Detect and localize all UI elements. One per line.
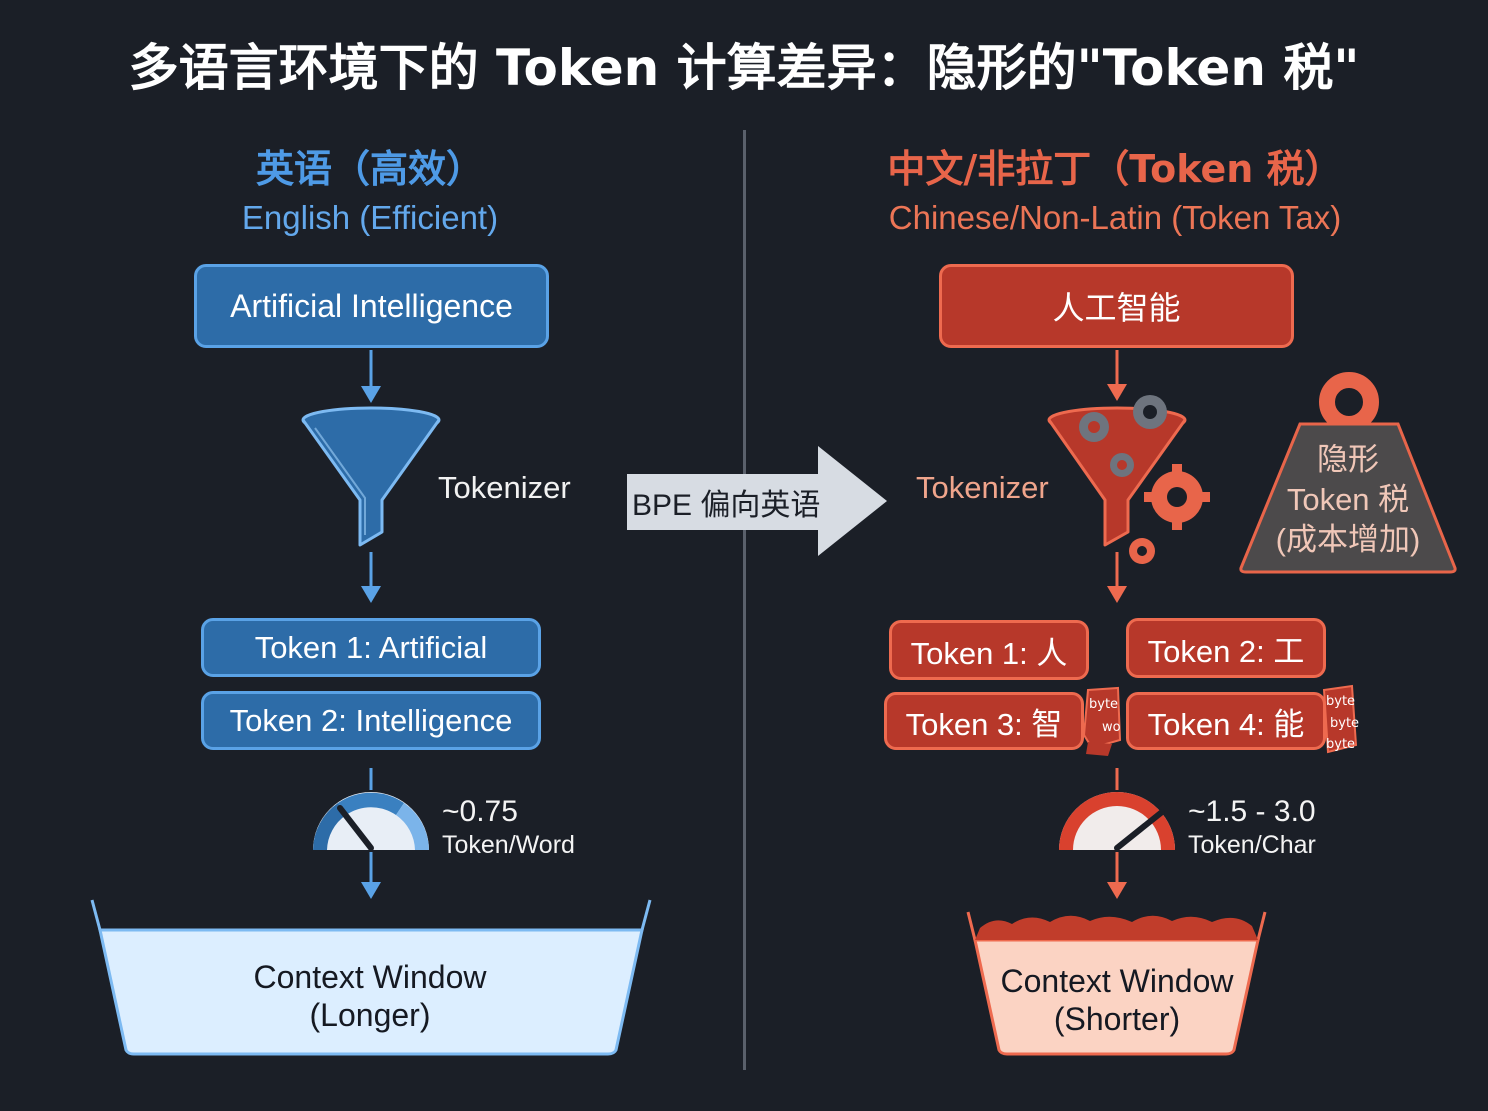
byte-fragment-3: byte <box>1326 694 1356 709</box>
right-arrow-3 <box>1107 852 1127 899</box>
right-arrow-2 <box>1107 552 1127 603</box>
chinese-ratio: ~1.5 - 3.0 Token/Char <box>1188 795 1316 860</box>
bpe-label: BPE 偏向英语 <box>632 489 821 522</box>
chinese-token-2: Token 2: 工 <box>1126 618 1326 678</box>
center-divider <box>743 130 746 1070</box>
weight-icon <box>1239 372 1457 574</box>
chinese-context-label: Context Window (Shorter) <box>990 962 1244 1038</box>
chinese-token-3: Token 3: 智 <box>884 692 1084 750</box>
english-input-box: Artificial Intelligence <box>194 264 549 348</box>
english-token-2: Token 2: Intelligence <box>201 691 541 750</box>
english-ratio: ~0.75 Token/Word <box>442 795 575 860</box>
gauge-icon <box>313 792 429 851</box>
funnel-icon <box>301 406 441 547</box>
weight-line-2: Token 税 <box>1286 482 1410 517</box>
broken-token-fragments <box>1082 684 1358 756</box>
english-tokenizer-label: Tokenizer <box>438 470 571 505</box>
chinese-token-4: Token 4: 能 <box>1126 692 1326 750</box>
chinese-tokenizer-label: Tokenizer <box>916 470 1049 505</box>
byte-fragment-2: wo <box>1102 720 1121 735</box>
chinese-ratio-value: ~1.5 - 3.0 <box>1188 795 1316 828</box>
chinese-input-box: 人工智能 <box>939 264 1294 348</box>
english-heading-zh: 英语（高效） <box>255 147 484 191</box>
english-heading-en: English (Efficient) <box>241 199 499 236</box>
chinese-heading: 中文/非拉丁（Token 税） Chinese/Non-Latin (Token… <box>840 138 1390 237</box>
english-context-line1: Context Window <box>253 959 487 995</box>
byte-fragment-4: byte <box>1330 716 1360 731</box>
chinese-heading-zh: 中文/非拉丁（Token 税） <box>887 147 1343 191</box>
left-arrow-3 <box>361 852 381 899</box>
diagram-title: 多语言环境下的 Token 计算差异：隐形的"Token 税" <box>128 39 1360 97</box>
english-heading: 英语（高效） English (Efficient) <box>150 138 590 237</box>
byte-fragment-5: byte <box>1326 737 1356 752</box>
english-ratio-unit: Token/Word <box>442 831 575 859</box>
weight-line-1: 隐形 <box>1317 442 1379 477</box>
token-tax-weight-label: 隐形 Token 税 (成本增加) <box>1258 440 1438 560</box>
right-arrow-1 <box>1107 350 1127 401</box>
left-arrow-2 <box>361 552 381 603</box>
chinese-token-1: Token 1: 人 <box>889 620 1089 680</box>
english-context-label: Context Window (Longer) <box>180 958 560 1034</box>
gear-icon <box>1079 395 1167 477</box>
left-arrow-1 <box>361 350 381 403</box>
english-ratio-value: ~0.75 <box>442 795 518 828</box>
chinese-ratio-unit: Token/Char <box>1188 831 1316 859</box>
byte-fragment-1: byte <box>1089 697 1119 712</box>
context-window-short <box>966 911 1267 1056</box>
orange-gear-icon <box>1129 464 1210 564</box>
chinese-heading-en: Chinese/Non-Latin (Token Tax) <box>888 199 1342 236</box>
english-token-1: Token 1: Artificial <box>201 618 541 677</box>
weight-line-3: (成本增加) <box>1275 522 1421 557</box>
chinese-context-line1: Context Window <box>1000 963 1234 999</box>
red-gauge-icon <box>1059 792 1175 851</box>
english-context-line2: (Longer) <box>309 997 431 1033</box>
chinese-context-line2: (Shorter) <box>1053 1001 1181 1037</box>
context-window-long <box>90 899 652 1056</box>
